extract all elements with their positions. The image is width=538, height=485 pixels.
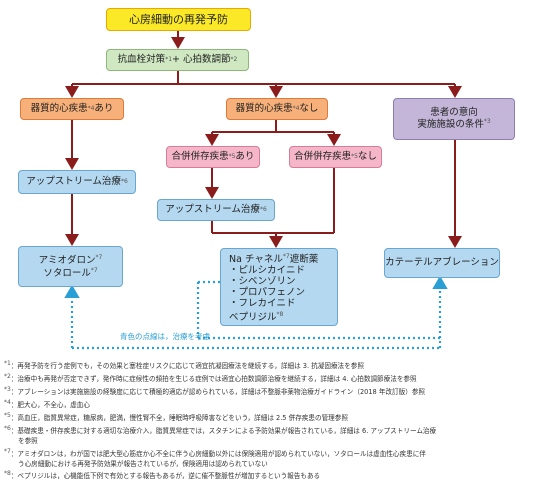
drug-item: ・フレカイニド (229, 298, 296, 309)
organic-disease-text: 器質的心疾患 (235, 103, 293, 115)
na-channel-heading: Na チャネル*7遮断薬 (229, 252, 319, 265)
footnote-mark: *8 (276, 311, 284, 318)
comorbidity-suffix: あり (235, 151, 255, 163)
upstream-therapy-left-box: アップストリーム治療*6 (18, 170, 136, 194)
footnote-7-continued: う心房細動における再発予防効果が報告されているが，保険適用は認められていない (18, 459, 268, 468)
footnote-mark: *6 (259, 206, 267, 214)
catheter-ablation-box: カテーテルアブレーション (384, 248, 500, 278)
footnote-1: *1：再発予防を行う症例でも，その効果と塞栓症リスクに応じて適宜抗凝固療法を継続… (4, 360, 364, 371)
amiodarone-sotalol-box: アミオダロン*7 ソタロール*7 (18, 246, 123, 287)
antithrombotic-text: 抗血栓対策 (117, 54, 166, 66)
footnote-6: *6：基礎疾患・併存疾患に対する適切な治療介入，脂質異常症では，スタチンによる予… (4, 424, 437, 436)
upstream-therapy-mid-box: アップストリーム治療*6 (157, 199, 275, 221)
dotted-line-legend: 青色の点線は，治療を考慮 (120, 332, 210, 341)
sotalol-line: ソタロール*7 (43, 266, 98, 279)
comorbidity-suffix: なし (357, 151, 377, 163)
footnote-mark: *5 (228, 153, 236, 161)
comorbidity-text: 合併併存疾患 (171, 151, 229, 163)
upstream-therapy-text: アップストリーム治療 (26, 176, 121, 188)
upstream-therapy-text: アップストリーム治療 (165, 204, 260, 216)
footnote-3: *3：アブレーションは実施施設の経験度に応じて積極的適応が認められている，詳細は… (4, 385, 425, 397)
footnote-7: *7：アミオダロンは，わが国では肥大型心筋症か心不全に伴う心房細動以外には保険適… (4, 447, 426, 458)
rate-control-text: + 心拍数調節 (172, 54, 231, 66)
organic-disease-text: 器質的心疾患 (30, 103, 88, 115)
footnote-mark: *7 (282, 252, 290, 260)
footnote-mark: *1 (165, 56, 173, 64)
drug-item: ・ピルシカイニド (229, 265, 306, 276)
patient-preference-line1: 患者の意向 (430, 107, 478, 119)
title-box: 心房細動の再発予防 (106, 8, 251, 31)
footnotes: *1：再発予防を行う症例でも，その効果と塞栓症リスクに応じて適宜抗凝固療法を継続… (4, 359, 534, 482)
footnote-6-continued: を参照 (18, 436, 38, 445)
title-text: 心房細動の再発予防 (129, 12, 228, 26)
footnote-mark: *7 (90, 266, 98, 274)
footnote-mark: *7 (95, 253, 103, 261)
footnote-2: *2：治療中も再発が否定できず，発作時に症候性の頻拍を生じる症例では適宜心拍数調… (4, 372, 417, 384)
drug-item: ・プロパフェノン (229, 287, 306, 298)
footnote-mark: *4 (87, 105, 95, 113)
organic-disease-suffix: なし (299, 103, 319, 115)
footnote-mark: *5 (351, 153, 358, 161)
comorbidity-text: 合併併存疾患 (294, 151, 352, 163)
patient-preference-box: 患者の意向 実施施設の条件*3 (393, 98, 515, 140)
antithrombotic-box: 抗血栓対策*1+ 心拍数調節*2 (106, 49, 249, 71)
footnote-mark: *3 (483, 118, 491, 126)
drug-item: ・シベンゾリン (229, 276, 296, 287)
footnote-8: *8：ベプリジルは，心機能低下例で有効とする報告もあるが，逆に催不整脈性が増加す… (4, 470, 321, 481)
footnote-5: *5：高血圧，脂質異常症，糖尿病，肥満，慢性腎不全，睡眠時呼吸障害などをいう，詳… (4, 411, 348, 423)
bepridil-line: ベプリジル*8 (229, 311, 284, 324)
na-channel-blocker-box: Na チャネル*7遮断薬 ・ピルシカイニド ・シベンゾリン ・プロパフェノン ・… (220, 248, 338, 326)
footnote-mark: *2 (230, 56, 238, 64)
catheter-ablation-text: カテーテルアブレーション (385, 257, 499, 269)
footnote-4: *4：肥大心，不全心，虚血心 (4, 398, 90, 410)
organic-disease-suffix: あり (94, 103, 114, 115)
patient-preference-line2: 実施施設の条件*3 (417, 118, 491, 131)
footnote-mark: *4 (292, 105, 300, 113)
amiodarone-line: アミオダロン*7 (38, 253, 103, 267)
footnote-mark: *6 (120, 178, 128, 186)
